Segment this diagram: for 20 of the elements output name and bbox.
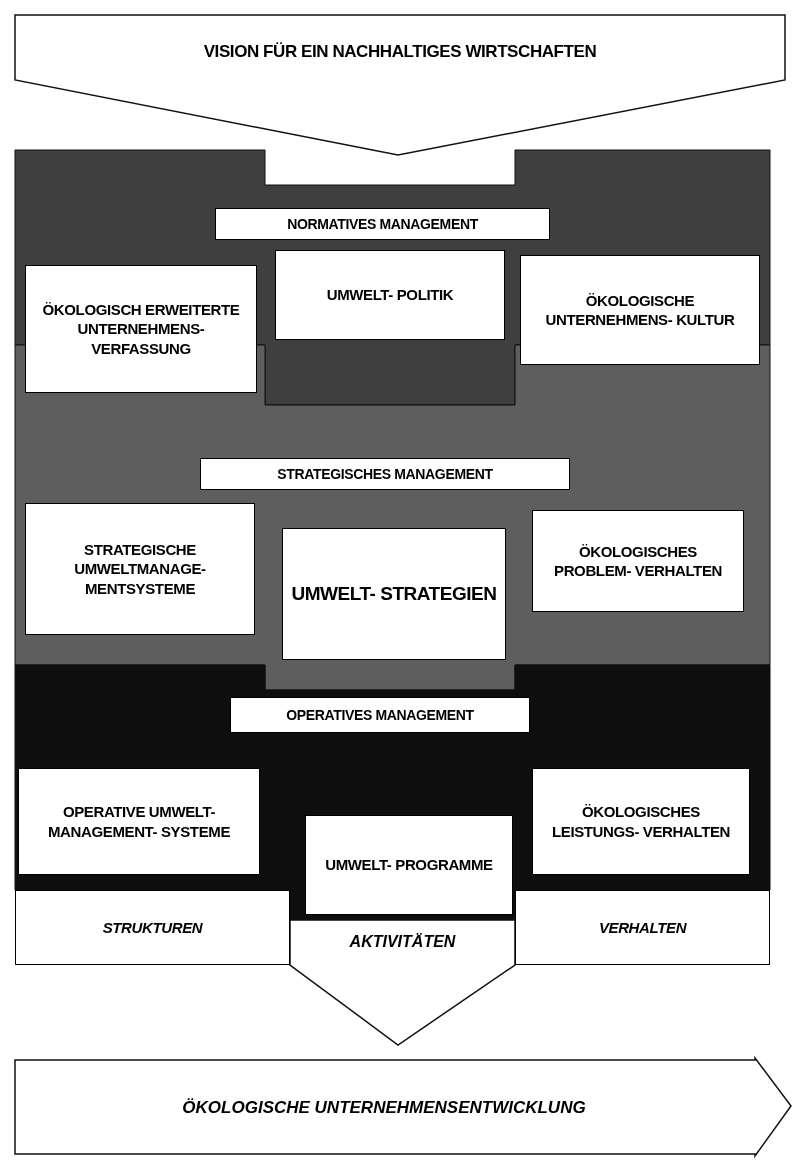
text-box: ÖKOLOGISCHES PROBLEM- VERHALTEN (532, 510, 744, 612)
text-box: OPERATIVE UMWELT- MANAGEMENT- SYSTEME (18, 768, 260, 875)
text-box: UMWELT- POLITIK (275, 250, 505, 340)
banner-arrow: VISION FÜR EIN NACHHALTIGES WIRTSCHAFTEN (15, 15, 785, 157)
text-box: STRATEGISCHE UMWELTMANAGE- MENTSYSTEME (25, 503, 255, 635)
band-heading: OPERATIVES MANAGEMENT (230, 697, 530, 733)
layer-band (15, 150, 770, 405)
banner-arrow: ÖKOLOGISCHE UNTERNEHMENSENTWICKLUNG (15, 1058, 793, 1158)
text-box: VERHALTEN (515, 890, 770, 965)
band-heading: NORMATIVES MANAGEMENT (215, 208, 550, 240)
pentagon-arrow: AKTIVITÄTEN (290, 920, 515, 1047)
layer-band (15, 345, 770, 690)
layer-band (15, 665, 770, 920)
text-box: ÖKOLOGISCHE UNTERNEHMENS- KULTUR (520, 255, 760, 365)
text-box: ÖKOLOGISCHES LEISTUNGS- VERHALTEN (532, 768, 750, 875)
text-box: UMWELT- STRATEGIEN (282, 528, 506, 660)
text-box: STRUKTUREN (15, 890, 290, 965)
text-box: UMWELT- PROGRAMME (305, 815, 513, 915)
band-heading: STRATEGISCHES MANAGEMENT (200, 458, 570, 490)
text-box: ÖKOLOGISCH ERWEITERTE UNTERNEHMENS- VERFASSUNG (25, 265, 257, 393)
